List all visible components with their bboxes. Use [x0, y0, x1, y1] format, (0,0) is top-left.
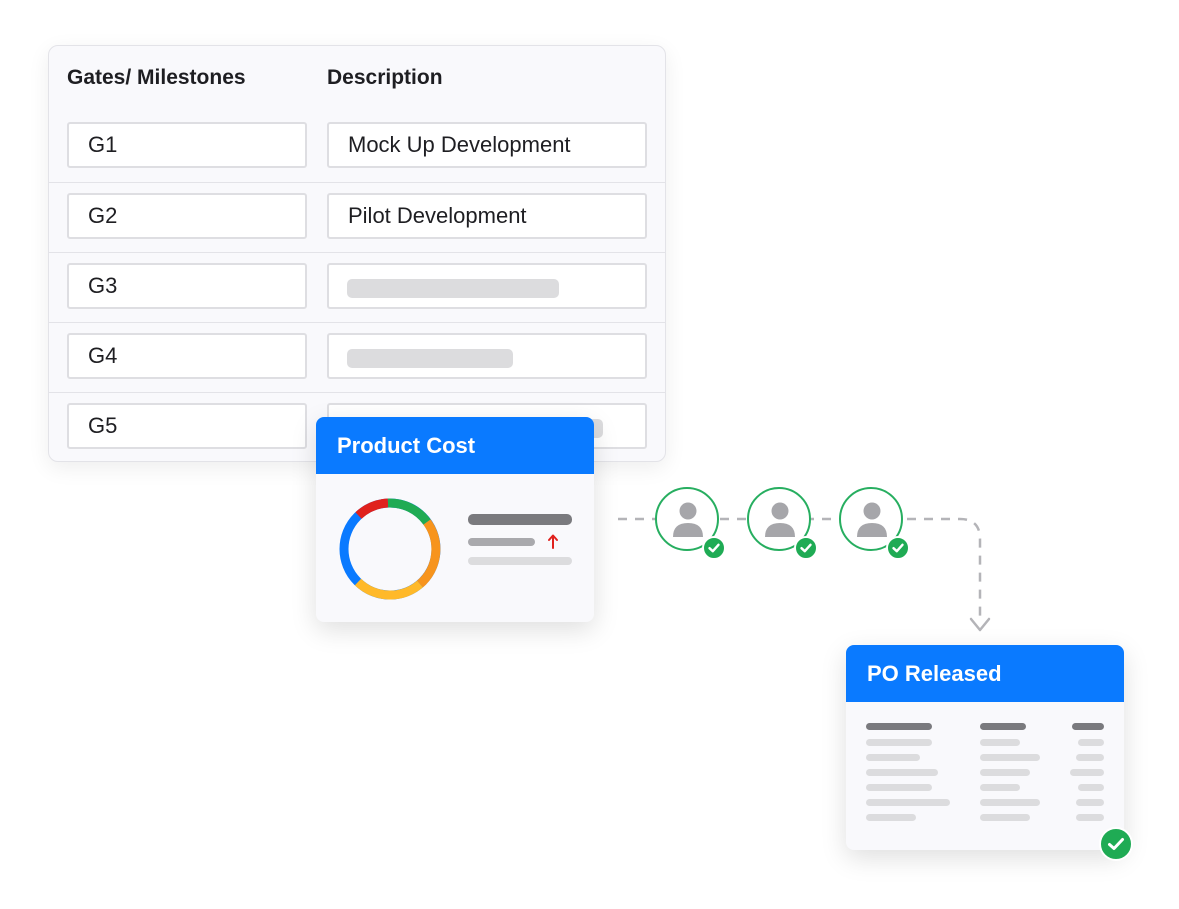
- text-placeholder: [1072, 723, 1104, 730]
- check-icon: [886, 536, 910, 560]
- text-placeholder: [980, 814, 1030, 821]
- text-placeholder: [1076, 754, 1104, 761]
- text-placeholder: [866, 814, 916, 821]
- milestones-table: Gates/ Milestones Description G1 Mock Up…: [48, 45, 666, 462]
- description-field[interactable]: Mock Up Development: [327, 122, 647, 168]
- gate-field[interactable]: G3: [67, 263, 307, 309]
- text-placeholder: [1076, 814, 1104, 821]
- text-placeholder: [866, 739, 932, 746]
- check-icon: [702, 536, 726, 560]
- text-placeholder: [980, 739, 1020, 746]
- text-placeholder: [347, 279, 559, 298]
- text-placeholder: [1076, 799, 1104, 806]
- text-placeholder: [468, 538, 535, 546]
- text-placeholder: [980, 723, 1026, 730]
- check-icon: [794, 536, 818, 560]
- user-icon: [857, 502, 887, 537]
- gate-field[interactable]: G4: [67, 333, 307, 379]
- gate-field[interactable]: G2: [67, 193, 307, 239]
- text-placeholder: [347, 349, 513, 368]
- cost-donut-chart: [339, 498, 441, 600]
- gate-field[interactable]: G5: [67, 403, 307, 449]
- user-icon: [765, 502, 795, 537]
- text-placeholder: [980, 769, 1030, 776]
- text-placeholder: [980, 784, 1020, 791]
- product-cost-title: Product Cost: [316, 417, 594, 474]
- text-placeholder: [866, 799, 950, 806]
- text-placeholder: [468, 557, 572, 565]
- column-header-description: Description: [327, 66, 443, 89]
- description-field[interactable]: [327, 263, 647, 309]
- text-placeholder: [1078, 739, 1104, 746]
- table-row: G3: [49, 252, 665, 323]
- text-placeholder: [980, 799, 1040, 806]
- text-placeholder: [866, 754, 920, 761]
- text-placeholder: [1070, 769, 1104, 776]
- column-header-gates: Gates/ Milestones: [67, 66, 246, 89]
- product-cost-card[interactable]: Product Cost: [316, 417, 594, 622]
- check-icon: [1099, 827, 1133, 861]
- text-placeholder: [468, 514, 572, 525]
- po-released-card[interactable]: PO Released: [846, 645, 1124, 850]
- table-row: G1 Mock Up Development: [49, 114, 665, 184]
- po-released-title: PO Released: [846, 645, 1124, 702]
- table-row: G4: [49, 322, 665, 393]
- arrow-down-icon: [969, 617, 991, 632]
- text-placeholder: [1078, 784, 1104, 791]
- description-field[interactable]: Pilot Development: [327, 193, 647, 239]
- user-icon: [673, 502, 703, 537]
- arrow-up-icon: [548, 534, 558, 549]
- gate-field[interactable]: G1: [67, 122, 307, 168]
- description-field[interactable]: [327, 333, 647, 379]
- text-placeholder: [866, 769, 938, 776]
- text-placeholder: [866, 723, 932, 730]
- text-placeholder: [866, 784, 932, 791]
- table-row: G2 Pilot Development: [49, 182, 665, 253]
- text-placeholder: [980, 754, 1040, 761]
